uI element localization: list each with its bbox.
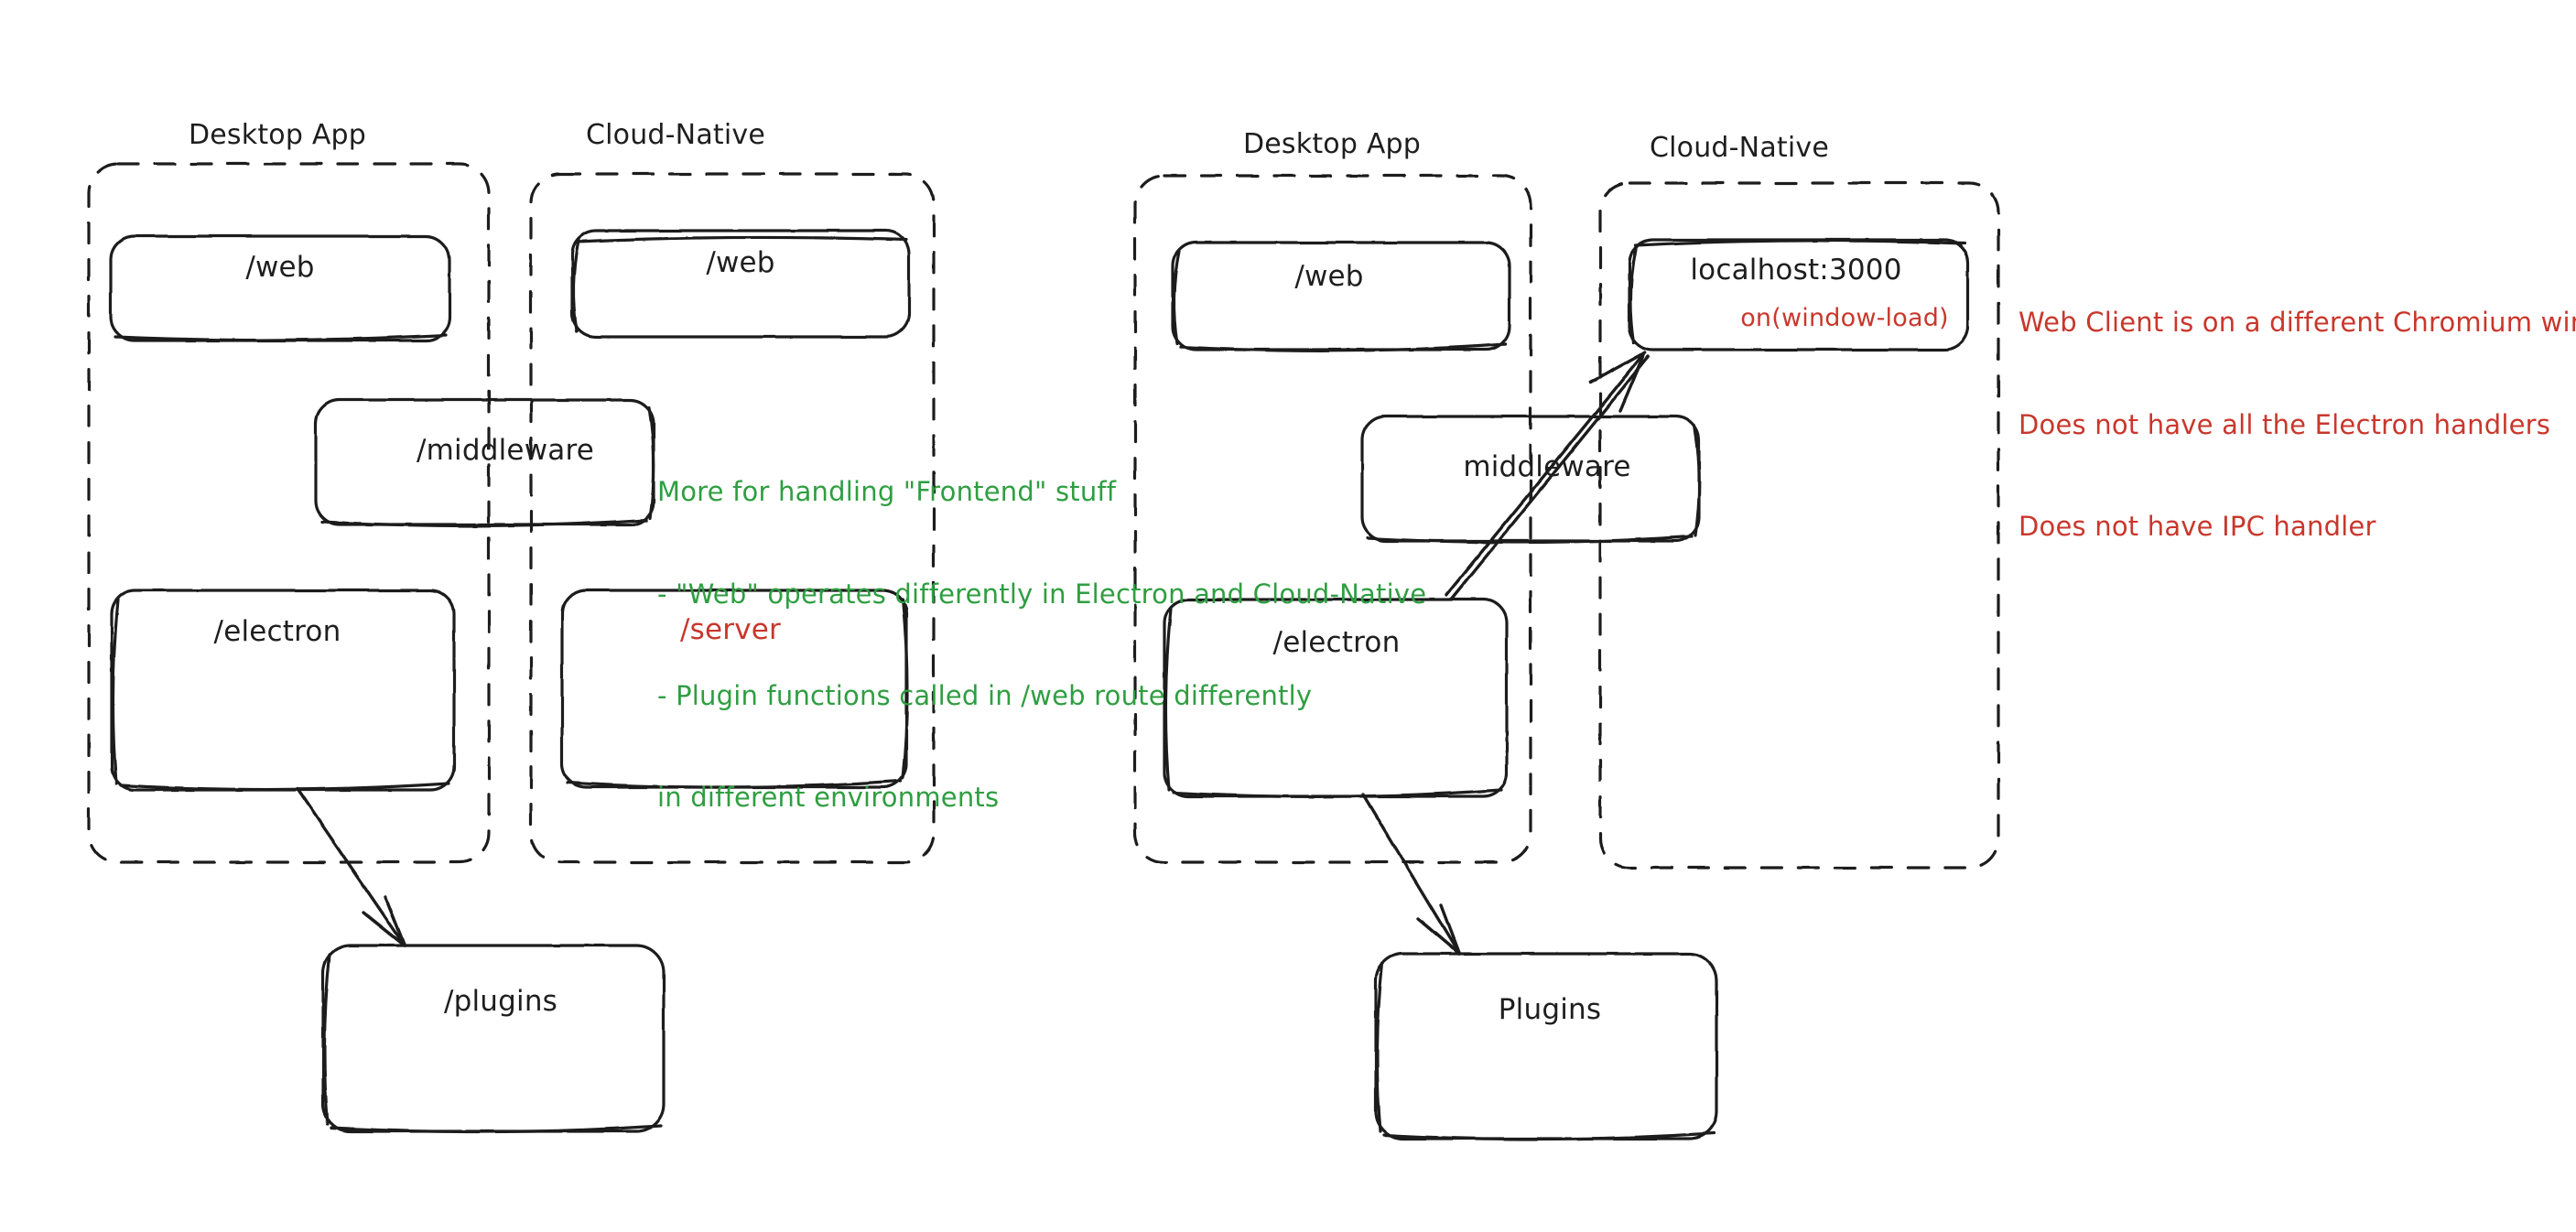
group-title-left-cloud-native: Cloud-Native [585, 119, 766, 151]
group-title-left-desktop-app: Desktop App [188, 119, 367, 151]
node-label-left-cloud-web: /web [706, 246, 775, 279]
node-left-plugins [321, 944, 666, 1134]
annotation-red-note: Web Client is on a different Chromium wi… [2019, 238, 2576, 611]
node-left-cloud-web [570, 229, 911, 339]
node-label-right-localhost: localhost:3000 [1690, 254, 1902, 286]
group-left-desktop-app [87, 162, 491, 864]
node-left-electron [110, 589, 456, 792]
annotation-green-line-3: - Plugin functions called in /web route … [657, 679, 1313, 711]
node-right-desktop-web [1171, 241, 1511, 352]
node-sublabel-right-localhost: on(window-load) [1740, 304, 1949, 332]
node-label-right-desktop-web: /web [1294, 260, 1364, 293]
annotation-green-line-4: in different environments [657, 782, 1000, 814]
node-label-left-plugins: /plugins [443, 985, 558, 1018]
annotation-green-line-2: - "Web" operates differently in Electron… [657, 578, 1427, 610]
node-label-right-middleware: middleware [1463, 450, 1631, 483]
node-label-right-plugins: Plugins [1498, 993, 1602, 1026]
node-label-right-electron: /electron [1272, 626, 1401, 659]
arrow-right-electron-to-localhost [1445, 351, 1651, 600]
group-title-right-cloud-native: Cloud-Native [1649, 132, 1830, 164]
node-right-electron [1163, 598, 1509, 798]
node-label-left-desktop-web: /web [245, 251, 315, 284]
node-left-server [560, 589, 909, 789]
node-left-desktop-web [109, 234, 451, 342]
group-title-right-desktop-app: Desktop App [1242, 128, 1422, 160]
node-right-localhost [1628, 238, 1970, 351]
node-left-middleware [314, 398, 655, 528]
node-right-plugins [1374, 952, 1718, 1141]
node-right-middleware [1360, 415, 1701, 545]
group-right-cloud-native [1598, 181, 2000, 870]
node-label-left-server: /server [680, 613, 781, 646]
group-left-cloud-native [529, 172, 936, 864]
arrow-left-electron-to-plugins [296, 787, 406, 947]
annotation-red-line-1: Web Client is on a different Chromium wi… [2019, 307, 2576, 339]
node-label-left-middleware: /middleware [417, 434, 594, 467]
group-right-desktop-app [1133, 174, 1532, 864]
annotation-red-line-2: Does not have all the Electron handlers [2019, 408, 2551, 440]
node-label-left-electron: /electron [213, 615, 341, 648]
annotation-green-line-1: More for handling "Frontend" stuff [657, 476, 1117, 508]
annotation-green-note: More for handling "Frontend" stuff - "We… [657, 407, 1426, 883]
annotation-red-line-3: Does not have IPC handler [2019, 510, 2376, 542]
arrow-right-electron-to-plugins [1361, 793, 1461, 956]
